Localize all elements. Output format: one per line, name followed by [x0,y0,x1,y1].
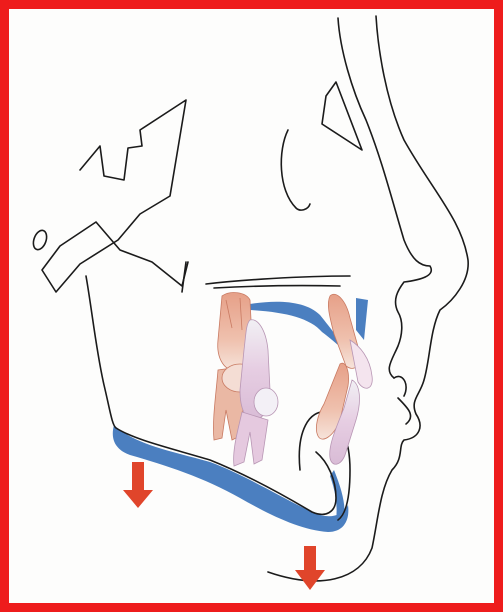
lip-lower [398,398,411,424]
soft-tissue-profile [268,16,468,581]
nasal-bone-curve [281,130,310,210]
lower-incisor [316,363,359,464]
jaw-angle-arrow [123,462,153,508]
down-arrow-icon [295,546,325,590]
occlusal-line-upper [206,276,350,284]
lip-upper [394,376,406,396]
orbit-triangle [322,82,362,150]
chin-arrow [295,546,325,590]
maxilla-detail [182,262,186,292]
skull-base-line [42,100,188,292]
occlusal-line-lower [214,286,340,288]
down-arrow-icon [123,462,153,508]
ear-ellipse [31,229,49,252]
incisor-shadow-band [356,298,368,340]
